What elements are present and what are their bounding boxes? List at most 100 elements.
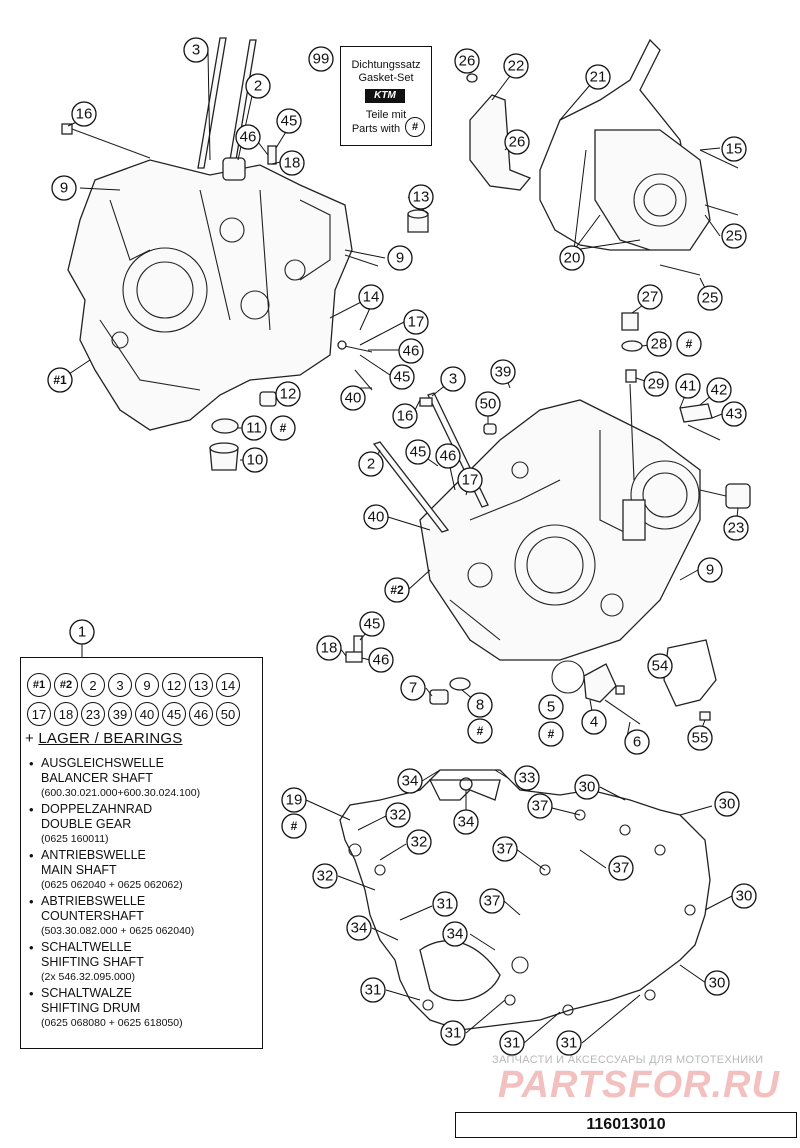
svg-text:39: 39 (495, 364, 512, 381)
legend-box: #1 #2 2 3 9 12 13 14 17 18 23 39 40 45 4… (20, 657, 263, 1049)
callout-34-a: 34 (397, 768, 423, 794)
svg-text:45: 45 (281, 113, 298, 130)
bearing-item: DOPPELZAHNRAD DOUBLE GEAR (0625 160011) (29, 802, 257, 846)
callout-6: 6 (624, 729, 650, 755)
svg-text:29: 29 (648, 376, 665, 393)
callout-7: 7 (400, 675, 426, 701)
svg-text:26: 26 (509, 134, 526, 151)
svg-text:#: # (280, 421, 287, 435)
callout-31-c: 31 (440, 1020, 466, 1046)
legend-chip: 3 (108, 673, 132, 697)
svg-text:3: 3 (449, 371, 457, 388)
svg-text:32: 32 (411, 834, 428, 851)
callout-37-b: 37 (492, 836, 518, 862)
legend-chips-row-1: #1 #2 2 3 9 12 13 14 (27, 673, 240, 697)
svg-text:37: 37 (613, 860, 630, 877)
callout-42: 42 (706, 377, 732, 403)
callout-37-d: 37 (479, 888, 505, 914)
svg-text:30: 30 (736, 888, 753, 905)
svg-text:42: 42 (711, 382, 728, 399)
legend-chip: 46 (189, 702, 213, 726)
svg-text:5: 5 (547, 699, 555, 716)
svg-text:#: # (477, 724, 484, 738)
left-crankcase-half (67, 159, 353, 431)
watermark-logo: PARTSFOR.RU (498, 1064, 780, 1106)
svg-text:#2: #2 (390, 583, 404, 597)
callout-25-a: 25 (721, 223, 747, 249)
svg-text:43: 43 (726, 406, 743, 423)
bearings-heading-text: LAGER / BEARINGS (38, 730, 183, 747)
legend-chip: 2 (81, 673, 105, 697)
svg-text:34: 34 (458, 814, 475, 831)
bearing-item: ABTRIEBSWELLE COUNTERSHAFT (503.30.082.0… (29, 894, 257, 938)
callout-40-top: 40 (340, 385, 366, 411)
callout-12: 12 (275, 381, 301, 407)
legend-chip: #2 (54, 673, 78, 697)
parts-with-de: Teile mit (365, 109, 407, 121)
bearing-item: AUSGLEICHSWELLE BALANCER SHAFT (600.30.0… (29, 756, 257, 800)
callout-33: 33 (514, 765, 540, 791)
svg-text:16: 16 (76, 106, 93, 123)
callout-99: 99 (308, 46, 334, 72)
svg-text:2: 2 (367, 456, 375, 473)
bearing-name-en: SHIFTING SHAFT (41, 955, 144, 969)
callout-3-mid: 3 (440, 366, 466, 392)
bearing-item: SCHALTWELLE SHIFTING SHAFT (2x 546.32.09… (29, 940, 257, 984)
svg-text:20: 20 (564, 250, 581, 267)
callout-23: 23 (723, 515, 749, 541)
callout-41: 41 (675, 373, 701, 399)
svg-text:32: 32 (317, 868, 334, 885)
bearing-part-numbers: (2x 546.32.095.000) (41, 971, 135, 983)
svg-text:45: 45 (364, 616, 381, 633)
callout-26-a: 26 (454, 48, 480, 74)
callout-37-a: 37 (527, 793, 553, 819)
svg-text:8: 8 (476, 697, 484, 714)
callout-45-top: 45 (276, 108, 302, 134)
svg-text:40: 40 (368, 509, 385, 526)
svg-text:30: 30 (719, 796, 736, 813)
callout-21: 21 (585, 64, 611, 90)
svg-text:31: 31 (365, 982, 382, 999)
callout-9-left: 9 (51, 175, 77, 201)
right-crankcase-half (419, 399, 701, 661)
svg-text:4: 4 (590, 714, 598, 731)
bearing-item: SCHALTWALZE SHIFTING DRUM (0625 068080 +… (29, 986, 257, 1030)
callout-30-a: 30 (574, 774, 600, 800)
bearing-name-de: SCHALTWELLE (41, 940, 132, 954)
bearing-name-de: AUSGLEICHSWELLE (41, 756, 164, 770)
svg-text:2: 2 (254, 78, 262, 95)
svg-text:27: 27 (642, 289, 659, 306)
svg-text:18: 18 (321, 640, 338, 657)
callout-40-mid: 40 (363, 504, 389, 530)
callout-16-mid: 16 (392, 403, 418, 429)
bearing-name-de: SCHALTWALZE (41, 986, 132, 1000)
callout-14: 14 (358, 284, 384, 310)
svg-text:3: 3 (192, 42, 200, 59)
svg-text:34: 34 (447, 926, 464, 943)
callout-9-mid: 9 (387, 245, 413, 271)
callout-50: 50 (475, 391, 501, 417)
svg-text:54: 54 (652, 658, 669, 675)
callout-13: 13 (408, 184, 434, 210)
callout-45-low: 45 (405, 439, 431, 465)
callout-46-b: 46 (368, 647, 394, 673)
svg-text:31: 31 (504, 1035, 521, 1052)
callout-18-top: 18 (279, 150, 305, 176)
callout-54: 54 (647, 653, 673, 679)
legend-chip: 13 (189, 673, 213, 697)
svg-text:46: 46 (403, 343, 420, 360)
callout-31-b: 31 (360, 977, 386, 1003)
legend-chip: 17 (27, 702, 51, 726)
svg-text:23: 23 (728, 520, 745, 537)
svg-text:15: 15 (726, 141, 743, 158)
svg-text:30: 30 (579, 779, 596, 796)
svg-text:50: 50 (480, 396, 497, 413)
crankcase-gasket (339, 769, 711, 1031)
callout-34-d: 34 (442, 921, 468, 947)
svg-text:#: # (548, 727, 555, 741)
callout-8: 8 (467, 692, 493, 718)
callout-46-top: 46 (235, 124, 261, 150)
callout-22: 22 (503, 53, 529, 79)
svg-text:22: 22 (508, 58, 525, 75)
